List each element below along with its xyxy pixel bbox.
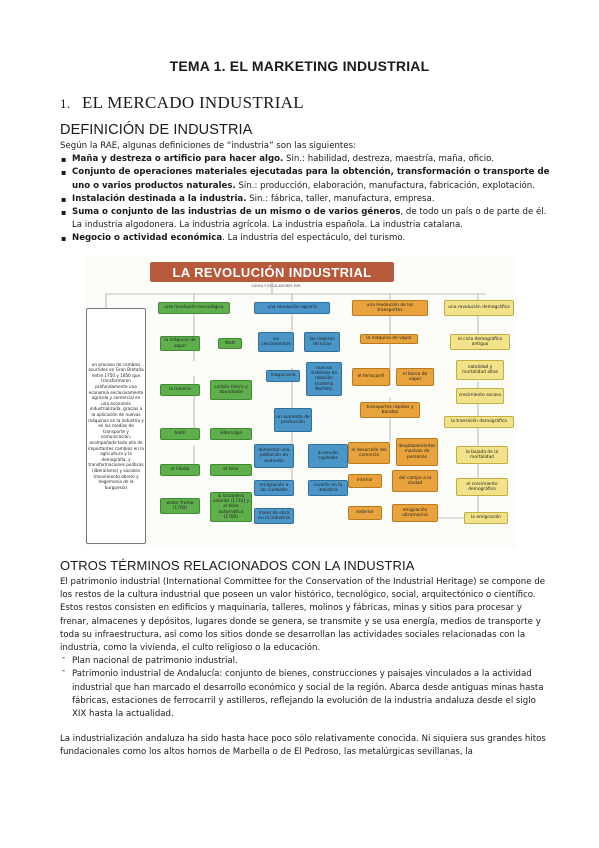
spinning-box: el hilado <box>160 464 200 476</box>
transport-revolution-box: una revolución de los transportes <box>352 300 428 316</box>
emigration-box: la emigración <box>464 512 508 524</box>
spacer <box>60 721 550 733</box>
mining-box: la minería <box>160 384 200 396</box>
machinery-box: maquinaria <box>266 370 300 382</box>
list-item: Suma o conjunto de las industrias de un … <box>61 206 550 232</box>
agrarian-revolution-box: una revolución agraria <box>254 302 330 314</box>
section-number: 1. <box>60 96 71 111</box>
diagram-banner: LA REVOLUCIÓN INDUSTRIAL <box>150 262 394 282</box>
labor-industry-box: mano de obra en la industria <box>254 508 294 524</box>
definition-body: Según la RAE, algunas definiciones de “i… <box>60 140 550 246</box>
diagram-subtitle: CAUSA Y ESCALADORES POR <box>251 284 301 288</box>
feed-population-box: alimentar una población en aumento <box>254 444 294 468</box>
list-item: Plan nacional de patrimonio industrial. <box>60 652 550 668</box>
related-terms-heading: OTROS TÉRMINOS RELACIONADOS CON LA INDUS… <box>60 558 415 573</box>
steamship-box: el barco de vapor <box>396 368 434 386</box>
definition-heading: DEFINICIÓN DE INDUSTRIA <box>60 122 253 138</box>
mass-movement-box: desplazamientos masivos de personas <box>396 438 438 466</box>
paragraph: Estos restos consisten en edificios y ma… <box>60 603 541 654</box>
list-item: Instalación destinada a la industria. Si… <box>61 193 550 206</box>
list-item: Patrimonio industrial de Andalucía: conj… <box>60 665 550 721</box>
railway-box: el ferrocarril <box>352 368 390 386</box>
loom-box: el telar <box>210 464 252 476</box>
section-title: EL MERCADO INDUSTRIAL <box>82 93 304 112</box>
watt-box: Watt <box>218 338 242 349</box>
technical-improvements-box: las mejoras técnicas <box>304 332 340 352</box>
fast-transport-box: transportes rápidos y baratos <box>360 402 420 418</box>
production-increase-box: un aumento de producción <box>274 408 312 432</box>
mortality-drop-box: la bajada de la mortalidad <box>456 446 508 464</box>
water-frame-box: water frame (1769) <box>160 498 200 514</box>
demographic-transition-box: la transición demográfica <box>444 416 514 428</box>
related-terms-list: Plan nacional de patrimonio industrial. … <box>60 652 550 721</box>
definition-intro: Según la RAE, algunas definiciones de “i… <box>60 141 356 151</box>
exterior-box: exterior <box>348 506 382 520</box>
flying-shuttle-box: la lanzadera volante (1733) y el telar a… <box>210 492 252 522</box>
textile-box: textil <box>160 428 200 440</box>
definition-box: un proceso de cambios ocurridos en Gran … <box>86 308 146 544</box>
enclosures-box: los cercamientos <box>258 332 294 352</box>
demographic-revolution-box: una revolución demográfica <box>444 300 514 316</box>
section-heading: 1. EL MERCADO INDUSTRIAL <box>60 93 304 113</box>
overseas-emigration-box: emigración ultramarina <box>392 504 438 522</box>
paragraph: El patrimonio industrial (International … <box>60 577 545 601</box>
coal-iron-box: carbón hierro y abundante <box>210 380 252 400</box>
list-item: Maña y destreza o artificio para hacer a… <box>61 153 550 166</box>
interior-box: interior <box>348 474 382 488</box>
paragraph: La industrialización andaluza ha sido ha… <box>60 734 546 758</box>
steam-engine-box: la máquina de vapor <box>160 336 200 351</box>
low-growth-box: crecimiento escaso <box>456 388 504 404</box>
page-title: TEMA 1. EL MARKETING INDUSTRIAL <box>169 58 430 74</box>
definition-list: Maña y destreza o artificio para hacer a… <box>60 153 550 246</box>
invest-industry-box: invertir en la industria <box>308 480 348 496</box>
related-terms-body: El patrimonio industrial (International … <box>60 576 550 760</box>
revolution-concept-map: LA REVOLUCIÓN INDUSTRIAL CAUSA Y ESCALAD… <box>86 256 516 548</box>
countryside-city-box: del campo a la ciudad <box>392 470 438 492</box>
accumulate-capital-box: acumular capitales <box>308 444 348 468</box>
trade-development-box: el desarrollo del comercio <box>348 442 390 464</box>
old-cycle-box: el ciclo demográfico antiguo <box>450 334 510 350</box>
tech-revolution-box: una revolución tecnológica <box>158 302 230 314</box>
high-rates-box: natalidad y mortalidad altas <box>456 360 504 380</box>
urban-emigration-box: emigración a las ciudades <box>254 480 294 496</box>
transport-steam-engine-box: la máquina de vapor <box>360 334 418 344</box>
list-item: Conjunto de operaciones materiales ejecu… <box>61 166 550 192</box>
demographic-growth-box: el crecimiento demográfico <box>456 478 508 496</box>
rotation-systems-box: nuevos sistemas de rotación (sistema Nor… <box>306 362 342 396</box>
steelmaking-box: siderurgia <box>210 428 252 440</box>
list-item: Negocio o actividad económica. La indust… <box>61 232 550 245</box>
